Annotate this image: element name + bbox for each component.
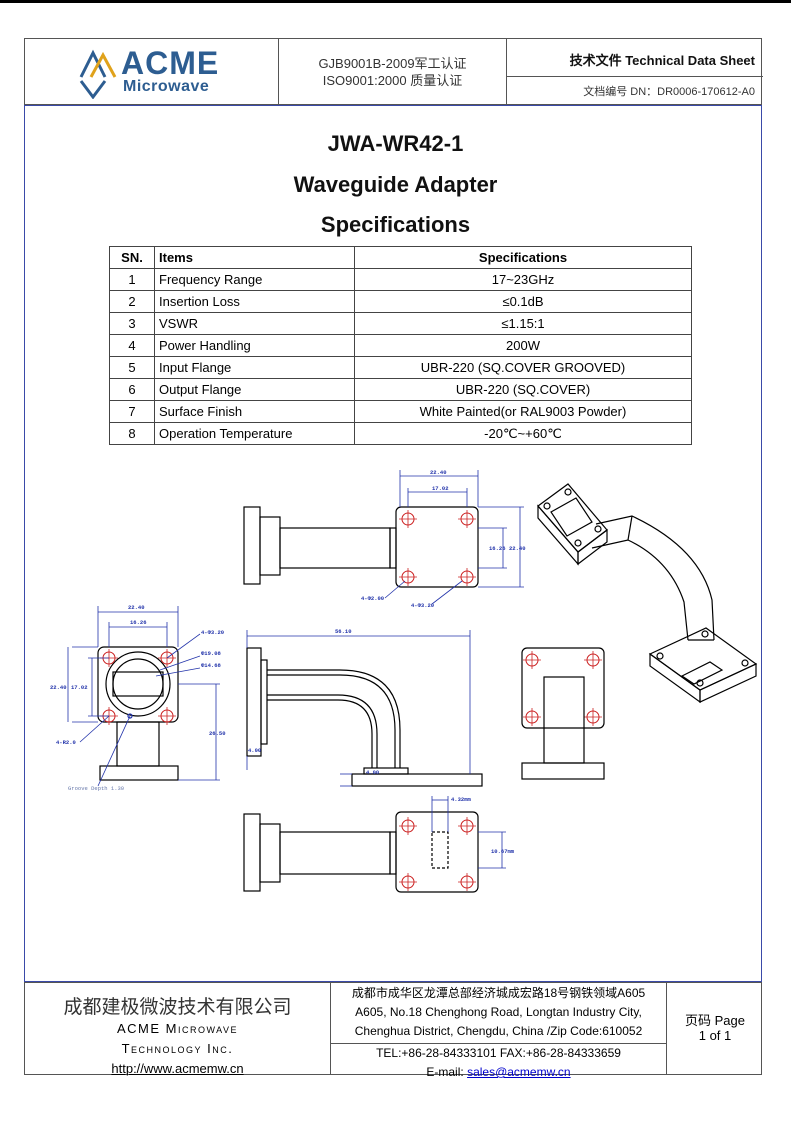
content-frame: [24, 105, 762, 982]
email-line: E-mail: sales@acmemw.cn: [331, 1063, 666, 1082]
company-name-cn: 成都建极微波技术有限公司: [63, 997, 292, 1018]
cell-spec: UBR-220 (SQ.COVER GROOVED): [354, 356, 692, 379]
dim-label: Φ19.08: [201, 650, 222, 657]
company-name-en-2: Technology Inc.: [121, 1041, 234, 1056]
cell-spec: -20℃~+60℃: [354, 422, 692, 445]
phone-fax: TEL:+86-28-84333101 FAX:+86-28-84333659: [331, 1043, 666, 1063]
dim-label: 17.02: [71, 684, 88, 691]
table-header-row: SN. Items Specifications: [109, 246, 692, 269]
cert-line-1: GJB9001B-2009军工认证: [318, 56, 467, 71]
groove-note: Groove Depth 1.30: [68, 785, 124, 792]
document-footer: 成都建极微波技术有限公司 ACME Microwave Technology I…: [24, 982, 763, 1079]
contact-cell: 成都市成华区龙潭总部经济城成宏路18号钢铁领域A605 A605, No.18 …: [331, 983, 667, 1079]
address-en-1: A605, No.18 Chenghong Road, Longtan Indu…: [355, 1005, 642, 1019]
dim-label: 10.67mm: [491, 848, 515, 855]
logo-cell: ACME Microwave: [25, 39, 279, 104]
cell-item: VSWR: [154, 312, 355, 335]
isometric-view-drawing: [537, 483, 758, 704]
cell-spec: ≤1.15:1: [354, 312, 692, 335]
dim-label: 22.40: [128, 604, 145, 611]
top-view-drawing: [243, 470, 524, 605]
dim-label: 16.26: [130, 619, 147, 626]
company-url-link[interactable]: http://www.acmemw.cn: [111, 1061, 244, 1076]
model-title: JWA-WR42-1: [327, 131, 464, 156]
top-rule: [0, 0, 791, 3]
cell-item: Frequency Range: [154, 268, 355, 291]
side-view-drawing: [246, 630, 483, 787]
page-cell: 页码 Page 1 of 1: [667, 983, 763, 1074]
dim-label: 4.00: [248, 747, 261, 754]
section-title: Specifications: [320, 212, 471, 237]
address-cn: 成都市成华区龙潭总部经济城成宏路18号钢铁领域A605: [351, 986, 646, 1000]
header-sn: SN.: [109, 246, 155, 269]
dim-label: 22.40: [509, 545, 526, 552]
dim-label: 4-Φ3.20: [201, 629, 224, 636]
dim-label: 22.40: [50, 684, 67, 691]
page-label: 页码 Page: [685, 1013, 745, 1028]
address-en-2: Chenghua District, Chengdu, China /Zip C…: [354, 1024, 643, 1038]
company-name-en-1: ACME Microwave: [116, 1021, 238, 1036]
cell-spec: White Painted(or RAL9003 Powder): [354, 400, 692, 423]
dim-label: 4.00: [366, 769, 379, 776]
logo-mark-icon: [79, 49, 117, 99]
cell-item: Insertion Loss: [154, 290, 355, 313]
document-header: ACME Microwave GJB9001B-2009军工认证 ISO9001…: [24, 38, 763, 105]
doc-type: 技术文件 Technical Data Sheet: [507, 39, 763, 77]
doc-info-cell: 技术文件 Technical Data Sheet 文档编号 DN：DR0006…: [507, 39, 763, 104]
dim-label: 56.10: [335, 628, 352, 635]
dim-label: 26.50: [209, 730, 226, 737]
end-view-drawing: [521, 647, 605, 780]
logo-acme-text: ACME: [121, 45, 220, 81]
front-view-drawing: [67, 606, 220, 787]
dim-label: Φ14.68: [201, 662, 222, 669]
page-number: 1 of 1: [698, 1028, 732, 1043]
dim-label: 4.32mm: [451, 796, 472, 803]
product-title: Waveguide Adapter: [293, 172, 498, 197]
dim-label: 4-R2.0: [56, 739, 76, 746]
dim-label: 4-Φ3.20: [411, 602, 434, 609]
cell-spec: 17~23GHz: [354, 268, 692, 291]
cert-line-2: ISO9001:2000 质量认证: [322, 73, 463, 88]
company-logo: ACME Microwave: [77, 45, 237, 101]
email-link[interactable]: sales@acmemw.cn: [467, 1065, 571, 1079]
doc-number: 文档编号 DN：DR0006-170612-A0: [583, 86, 755, 98]
dim-label: 16.26: [489, 545, 506, 552]
logo-microwave-text: Microwave: [123, 78, 210, 95]
bottom-view-drawing: [243, 796, 506, 893]
certification-cell: GJB9001B-2009军工认证 ISO9001:2000 质量认证: [279, 39, 507, 104]
dim-label: 17.02: [432, 485, 449, 492]
dim-label: 22.40: [430, 469, 447, 476]
email-label: E-mail:: [426, 1065, 468, 1079]
dim-label: 4-Φ2.00: [361, 595, 384, 602]
company-cell: 成都建极微波技术有限公司 ACME Microwave Technology I…: [25, 983, 331, 1076]
